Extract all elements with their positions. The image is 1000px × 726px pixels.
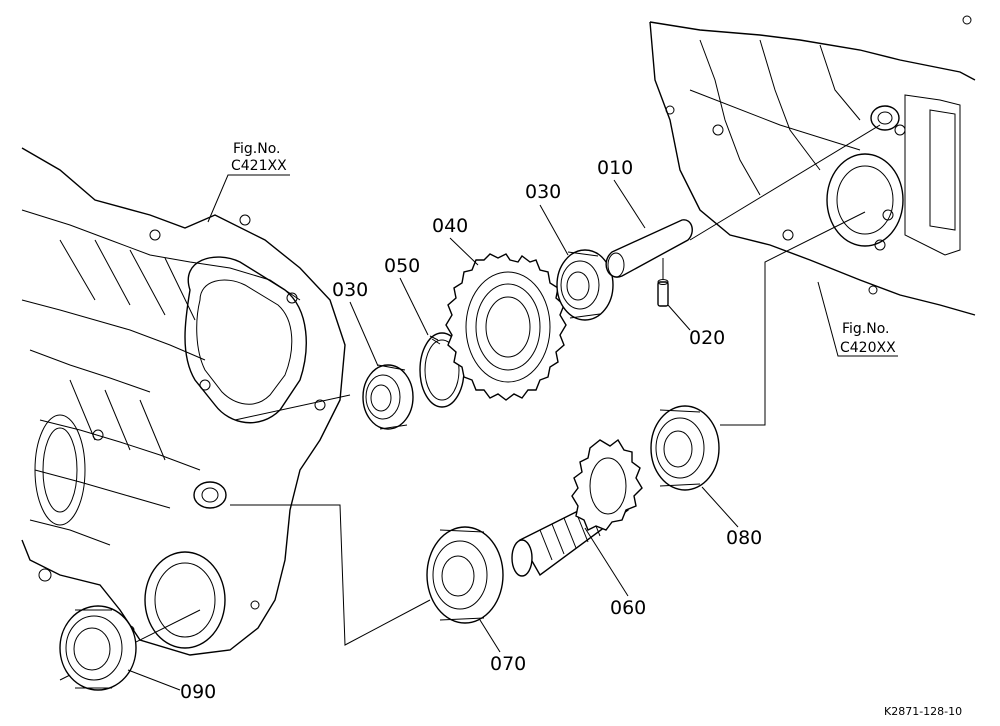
part-090-oil-seal xyxy=(59,605,137,691)
assembly-center-lines xyxy=(59,124,881,681)
part-080-bearing xyxy=(650,405,720,491)
part-040-gear xyxy=(445,253,567,401)
label-090: 090 xyxy=(180,681,216,703)
label-020: 020 xyxy=(689,327,725,349)
part-060-gear-shaft xyxy=(511,438,643,577)
part-050-snap-ring xyxy=(419,332,465,408)
right-housing-bolt-holes xyxy=(665,105,906,295)
label-050: 050 xyxy=(384,255,420,277)
part-070-bearing xyxy=(426,526,504,624)
part-030-bearing-right xyxy=(556,249,614,321)
label-030-left: 030 xyxy=(332,279,368,301)
left-housing xyxy=(21,147,346,656)
part-020-pin xyxy=(657,258,669,307)
fig-ref-left-line2: C421XX xyxy=(231,158,287,174)
label-040: 040 xyxy=(432,215,468,237)
figure-ref-left: Fig.No. C421XX xyxy=(207,141,290,223)
right-housing xyxy=(649,15,976,316)
fig-ref-left-line1: Fig.No. xyxy=(233,141,281,157)
label-080: 080 xyxy=(726,527,762,549)
part-labels: 010 020 030 040 050 030 060 070 080 090 xyxy=(127,157,762,703)
part-010-shaft xyxy=(605,219,693,278)
label-030-right: 030 xyxy=(525,181,561,203)
label-070: 070 xyxy=(490,653,526,675)
label-060: 060 xyxy=(610,597,646,619)
fig-ref-right-line1: Fig.No. xyxy=(842,321,890,337)
part-030-bearing-left xyxy=(362,364,414,430)
drawing-number: K2871-128-10 xyxy=(884,705,962,718)
fig-ref-right-line2: C420XX xyxy=(840,340,896,356)
label-010: 010 xyxy=(597,157,633,179)
figure-ref-right: Fig.No. C420XX xyxy=(817,281,898,357)
